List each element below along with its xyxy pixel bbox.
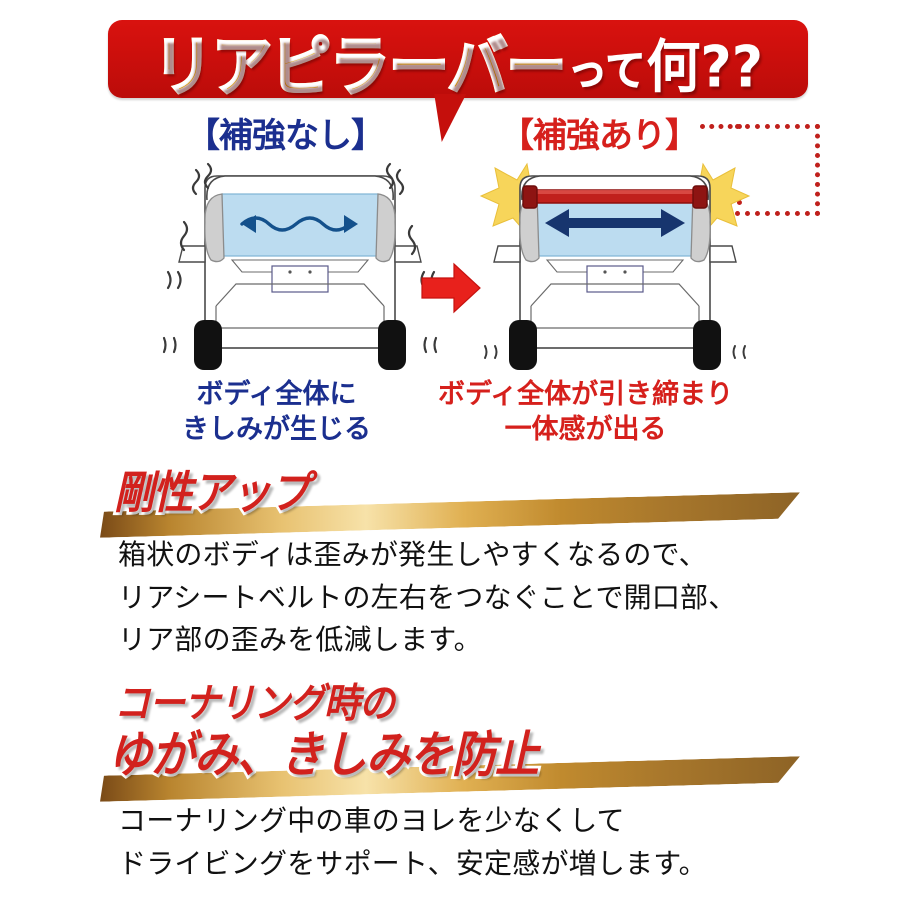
title-particle-text: って (567, 47, 646, 96)
section-2-title-line-2: ゆがみ、きしみを防止 (106, 724, 542, 787)
section-cornering-heading: コーナリング時の ゆがみ、きしみを防止 (100, 678, 800, 796)
title-banner-background (108, 20, 808, 98)
section-1-title: 剛性アップ (112, 465, 313, 522)
caption-line-2: きしみが生じる (182, 413, 371, 445)
caption-with-reinforcement: ボディ全体が引き締まり 一体感が出る (438, 378, 733, 447)
callout-dotted-line-top (700, 124, 742, 129)
caption-line-1: ボディ全体に (196, 379, 357, 410)
caption-line-1: ボディ全体が引き締まり (438, 379, 734, 410)
section-2-body-text: コーナリング中の車のヨレを少なくして ドライビングをサポート、安定感が増します。 (118, 804, 707, 880)
title-text-row: リアピラーバー って 何?? (108, 24, 808, 106)
callout-dotted-box (735, 124, 820, 216)
title-banner: リアピラーバー って 何?? (108, 20, 808, 142)
label-no-reinforcement: 【補強なし】 (186, 116, 385, 156)
caption-no-reinforcement: ボディ全体に きしみが生じる (182, 378, 371, 447)
title-main-text: リアピラーバー (152, 14, 568, 108)
rigid-arrow (545, 209, 685, 237)
caption-line-2: 一体感が出る (504, 413, 667, 445)
car-illustration-with-reinforcement (465, 160, 765, 375)
section-rigidity-heading: 剛性アップ (100, 462, 800, 532)
title-question-text: 何?? (646, 32, 764, 100)
section-2-title-line-1: コーナリング時の (111, 678, 397, 730)
car-illustration-no-reinforcement (150, 160, 450, 375)
label-with-reinforcement: 【補強あり】 (500, 116, 699, 156)
section-1-body-text: 箱状のボディは歪みが発生しやすくなるので、 リアシートベルトの左右をつなぐことで… (118, 538, 737, 657)
pillar-bar (522, 185, 708, 209)
transition-arrow-icon (420, 262, 482, 314)
